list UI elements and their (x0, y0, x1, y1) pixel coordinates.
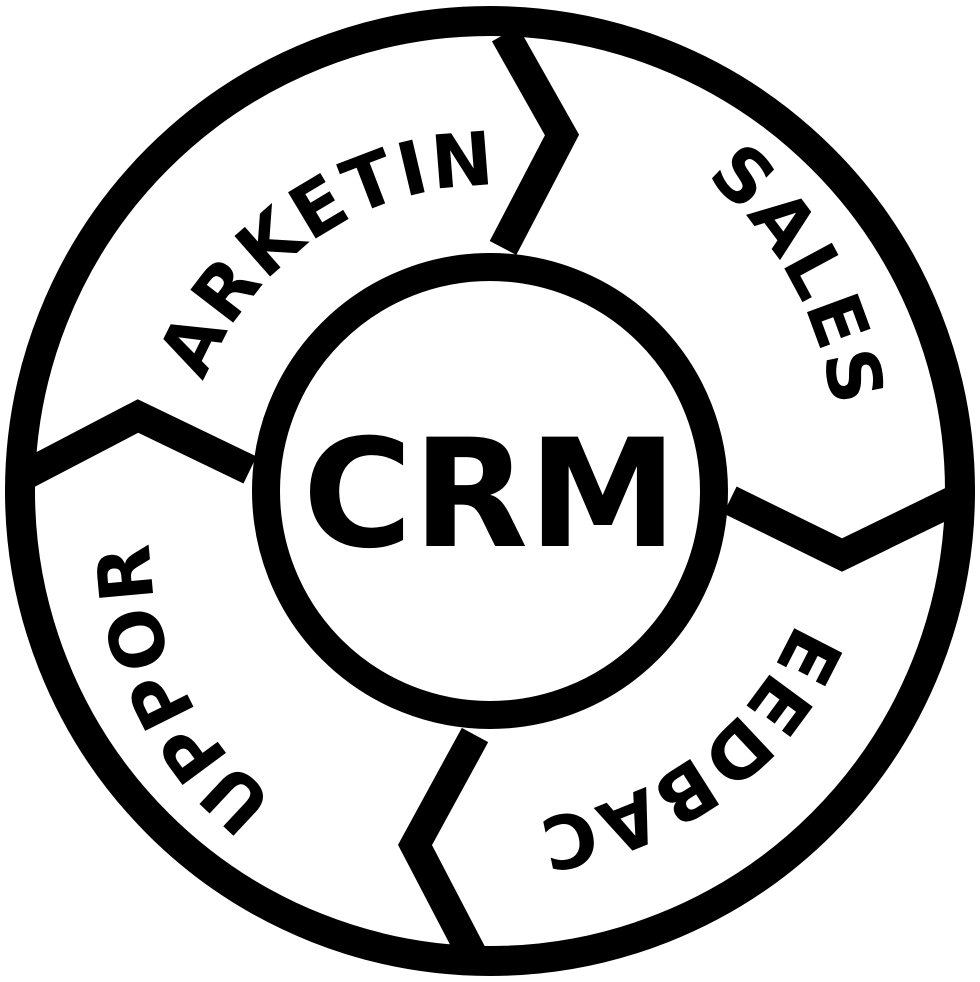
divider-marketing-sales (489, 26, 580, 255)
divider-support-marketing (18, 399, 257, 489)
center-label: CRM (303, 408, 678, 582)
divider-sales-feedback (723, 486, 962, 572)
divider-feedback-support (397, 727, 489, 967)
inner-circle (252, 253, 728, 729)
outer-ring (5, 6, 975, 976)
segment-label-sales: SALES (693, 127, 900, 413)
